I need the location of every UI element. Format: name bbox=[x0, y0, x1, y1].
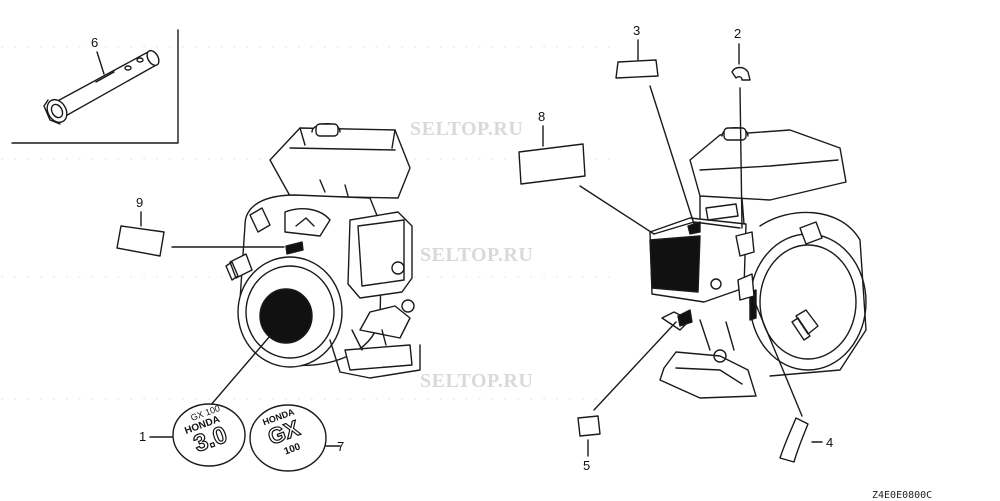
background-ghost-text: · · · · · · · · · · · · · · · · · · · · … bbox=[0, 392, 613, 408]
leader-5 bbox=[593, 321, 677, 411]
emblem-part-7 bbox=[249, 404, 327, 472]
callout-9: 9 bbox=[136, 195, 144, 210]
leader-3 bbox=[649, 85, 695, 225]
strip-part-4 bbox=[779, 417, 809, 463]
label-part-9 bbox=[116, 225, 165, 257]
leader-6 bbox=[96, 51, 105, 75]
leader-8 bbox=[579, 185, 655, 235]
callout-5: 5 bbox=[583, 458, 591, 473]
spark-plug-wrench bbox=[43, 49, 160, 125]
drawing-code: Z4E0E0800C bbox=[872, 490, 933, 501]
watermark: SELTOP.RU bbox=[410, 118, 524, 140]
label-part-8 bbox=[518, 143, 586, 185]
label-part-5 bbox=[577, 415, 601, 437]
callout-8: 8 bbox=[538, 109, 546, 124]
callout-4: 4 bbox=[826, 435, 834, 450]
left-emblem-spot bbox=[259, 288, 313, 344]
watermark: SELTOP.RU bbox=[420, 370, 534, 392]
callout-7: 7 bbox=[337, 439, 345, 454]
right-engine bbox=[649, 127, 867, 399]
watermark: SELTOP.RU bbox=[420, 244, 534, 266]
callout-6: 6 bbox=[91, 35, 99, 50]
label-part-3 bbox=[615, 59, 659, 79]
callout-2: 2 bbox=[734, 26, 742, 41]
leader-4 bbox=[753, 299, 803, 417]
clip-part-2 bbox=[731, 66, 751, 81]
tool-box-frame bbox=[11, 29, 179, 144]
leader-2 bbox=[739, 87, 743, 229]
left-engine bbox=[225, 123, 421, 379]
callout-3: 3 bbox=[633, 23, 641, 38]
emblem-part-1 bbox=[172, 403, 246, 467]
callout-1: 1 bbox=[139, 429, 147, 444]
